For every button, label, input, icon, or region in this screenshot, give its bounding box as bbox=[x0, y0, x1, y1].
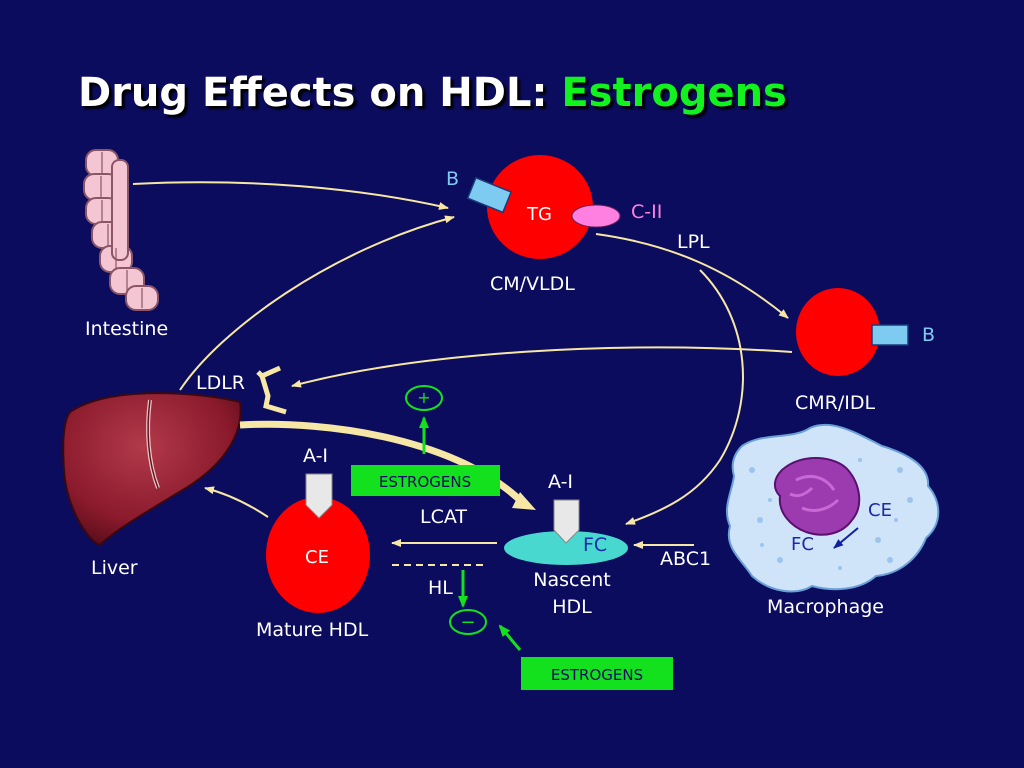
label-tg: TG bbox=[526, 204, 552, 225]
label-cmr-idl: CMR/IDL bbox=[795, 392, 875, 414]
arrow-liver-to-nascent-head bbox=[512, 492, 536, 510]
minus-circle bbox=[449, 609, 487, 635]
pathway-arrows bbox=[132, 181, 793, 566]
label-ce-macro: CE bbox=[868, 500, 892, 521]
ldl-receptor-icon bbox=[256, 365, 287, 415]
estrogens-bottom-label: ESTROGENS bbox=[551, 666, 643, 684]
label-cii: C-II bbox=[631, 201, 662, 223]
label-fc-nascent: FC bbox=[583, 534, 607, 556]
label-hl: HL bbox=[428, 577, 453, 599]
estrogen-arrows bbox=[419, 416, 522, 651]
estrogens-top-box bbox=[351, 465, 500, 496]
title-accent: Estrogens bbox=[561, 70, 787, 116]
label-liver: Liver bbox=[91, 557, 138, 579]
label-ai-left: A-I bbox=[303, 445, 328, 467]
label-ldlr: LDLR bbox=[196, 372, 245, 394]
label-b-right: B bbox=[922, 324, 935, 346]
label-mature-hdl: Mature HDL bbox=[256, 619, 369, 641]
plus-circle bbox=[405, 385, 443, 411]
label-fc-macro: FC bbox=[791, 534, 814, 555]
mature-hdl-particle bbox=[266, 473, 370, 613]
apo-a1-left bbox=[305, 473, 333, 519]
arrow-ce-to-fc bbox=[833, 527, 859, 549]
estrogens-bottom-box bbox=[521, 657, 673, 690]
liver-icon bbox=[62, 392, 242, 547]
estrogens-top-label: ESTROGENS bbox=[379, 473, 471, 491]
cm-vldl-particle bbox=[466, 155, 621, 259]
arrow-intestine-to-cm bbox=[132, 181, 449, 210]
label-intestine: Intestine bbox=[85, 318, 168, 340]
nascent-hdl-particle bbox=[504, 499, 628, 565]
title-main: Drug Effects on HDL: bbox=[78, 70, 562, 116]
apo-b-top bbox=[466, 176, 513, 214]
label-b-top: B bbox=[446, 168, 459, 190]
apo-b-right bbox=[871, 324, 909, 346]
cmr-idl-particle bbox=[796, 288, 909, 376]
label-lcat: LCAT bbox=[420, 506, 467, 528]
minus-sign: − bbox=[460, 612, 475, 633]
arrow-cmr-to-ldlr bbox=[291, 346, 793, 388]
apo-a1-right bbox=[553, 499, 580, 544]
arrow-lpl-to-nascent bbox=[625, 269, 744, 525]
macrophage-icon bbox=[725, 423, 940, 593]
label-lpl: LPL bbox=[677, 231, 710, 253]
arrow-cm-to-cmr bbox=[595, 233, 789, 319]
apo-cii bbox=[571, 204, 621, 228]
label-abc1: ABC1 bbox=[660, 548, 711, 570]
label-hdl: HDL bbox=[552, 596, 592, 618]
label-macrophage: Macrophage bbox=[767, 596, 884, 618]
arrow-mature-to-liver bbox=[204, 486, 269, 518]
intestine-icon bbox=[83, 149, 159, 311]
slide-title: Drug Effects on HDL: Estrogens bbox=[78, 70, 787, 116]
label-cm-vldl: CM/VLDL bbox=[490, 273, 575, 295]
plus-sign: + bbox=[417, 388, 430, 407]
label-nascent: Nascent bbox=[533, 569, 610, 591]
label-ai-right: A-I bbox=[548, 471, 573, 493]
arrow-liver-to-vldl bbox=[179, 215, 455, 391]
label-ce-left: CE bbox=[305, 547, 329, 568]
